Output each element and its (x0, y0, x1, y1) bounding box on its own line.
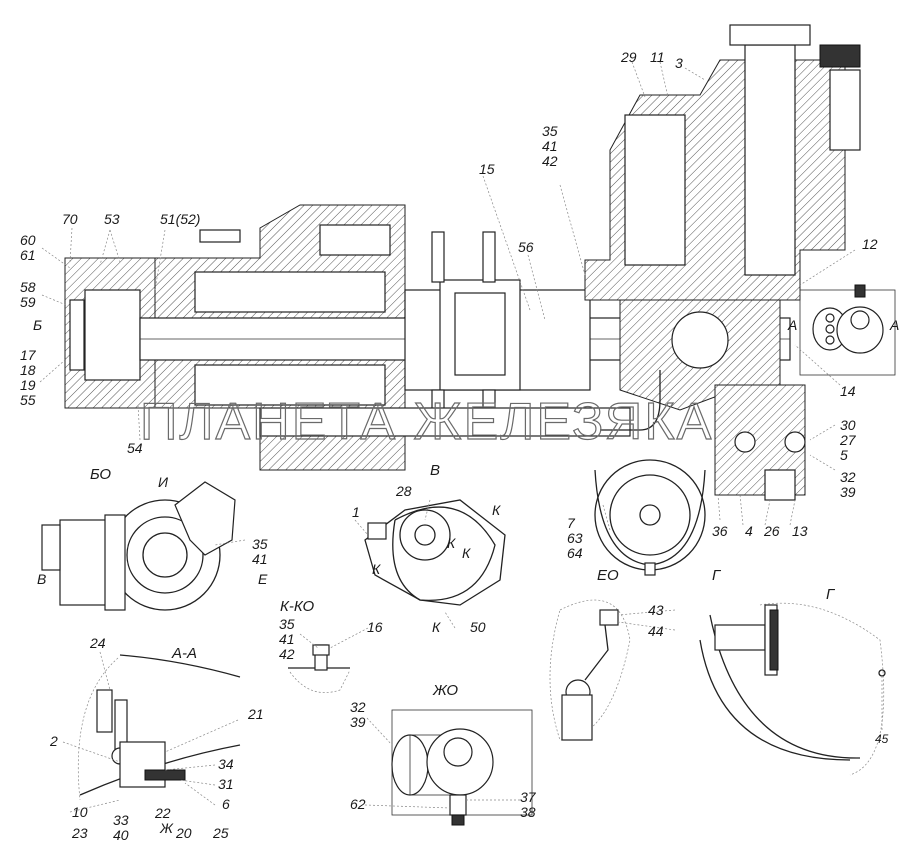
callout-24: 24 (90, 635, 106, 651)
stud (199, 229, 241, 243)
callout-12: 12 (862, 236, 878, 252)
lower-bearing-block (194, 364, 386, 406)
top-fitting (319, 224, 391, 256)
callout-62: 62 (350, 796, 366, 812)
watermark: ПЛАНЕТА ЖЕЛЕЗЯКА (139, 392, 714, 451)
callout-13: 13 (792, 523, 808, 539)
callout-7-63-64: 7 63 64 (567, 515, 583, 561)
callout-14: 14 (840, 383, 856, 399)
view-title-eo: ЕО (597, 567, 619, 584)
k-ko-view (288, 644, 351, 693)
view-title-g: Г (826, 586, 835, 603)
view-title-zho: ЖО (433, 682, 459, 699)
callout-32-39-zho: 32 39 (350, 699, 366, 730)
callout-56: 56 (518, 239, 534, 255)
hub-cover (69, 299, 85, 371)
callout-54: 54 (127, 440, 143, 456)
view-title-k-ko: К-КО (280, 598, 315, 615)
callout-58-59: 58 59 (20, 279, 36, 310)
callout-35-41-42-top: 35 41 42 (542, 123, 558, 169)
callout-17-18-19-55: 17 18 19 55 (20, 347, 36, 408)
marker-a-right: А (890, 317, 900, 333)
bo-view (41, 481, 236, 611)
callout-28: 28 (396, 483, 412, 499)
input-pinion (624, 114, 686, 266)
top-flange (729, 24, 811, 46)
callout-26: 26 (764, 523, 780, 539)
callout-4: 4 (745, 523, 753, 539)
callout-50: 50 (470, 619, 486, 635)
callout-29: 29 (621, 49, 637, 65)
callout-35-41-bo: 35 41 (252, 536, 268, 567)
callout-35-41-42-kko: 35 41 42 (279, 616, 295, 662)
side-valve (829, 69, 861, 151)
view-title-v: В (430, 462, 441, 479)
main-section (64, 24, 896, 501)
eo-lever-view (549, 599, 631, 741)
marker-k-3: К (462, 545, 471, 561)
view-title-a-a: А-А (172, 645, 198, 662)
g-view (699, 602, 886, 776)
valve-box (174, 481, 236, 556)
lower-tube (259, 407, 631, 437)
marker-e: Е (258, 571, 268, 587)
callout-37-38: 37 38 (520, 789, 536, 820)
callout-33-40: 33 40 (113, 812, 129, 843)
marker-k-2: К (447, 535, 456, 551)
callout-45: 45 (875, 732, 889, 746)
callout-31: 31 (218, 776, 234, 792)
hub-reduction-side (59, 519, 111, 606)
upper-bearing-block (194, 271, 386, 313)
callout-15: 15 (479, 161, 495, 177)
marker-i: И (158, 474, 169, 490)
marker-k-4: К (372, 561, 381, 577)
vertical-shaft (744, 44, 796, 276)
view-a-window (799, 289, 896, 376)
callout-11: 11 (650, 49, 665, 65)
beam-window (454, 292, 506, 376)
callout-43: 43 (648, 602, 664, 618)
callout-20: 20 (176, 825, 192, 841)
callout-21: 21 (248, 706, 264, 722)
callout-22: 22 (155, 805, 171, 821)
callout-36: 36 (712, 523, 728, 539)
marker-v: В (37, 571, 47, 587)
callout-2: 2 (50, 733, 58, 749)
a-a-view (77, 654, 241, 801)
callout-23: 23 (72, 825, 88, 841)
callout-3: 3 (675, 55, 683, 71)
top-valve (819, 44, 861, 68)
callout-70: 70 (62, 211, 78, 227)
callout-10: 10 (72, 804, 88, 820)
marker-b: Б (33, 317, 43, 333)
marker-k-1: К (492, 502, 501, 518)
marker-k-5: К (432, 619, 441, 635)
callout-25: 25 (213, 825, 229, 841)
callout-30-27-5: 30 27 5 (840, 417, 856, 463)
view-arrow-g: Г (712, 567, 721, 584)
differential-housing (584, 59, 846, 301)
callout-16: 16 (367, 619, 383, 635)
v-view (364, 499, 506, 606)
callout-1: 1 (352, 504, 360, 520)
eo-view (594, 459, 706, 576)
callout-32-39-right: 32 39 (840, 469, 856, 500)
callout-6: 6 (222, 796, 230, 812)
callout-60-61: 60 61 (20, 232, 36, 263)
marker-zh: Ж (160, 820, 173, 836)
air-pipe (600, 370, 661, 431)
diff-gear (671, 311, 729, 369)
zho-view (391, 709, 533, 826)
callout-51-52: 51(52) (160, 211, 201, 227)
leader-lines (39, 61, 856, 813)
view-title-bo: БО (90, 466, 112, 483)
callout-34: 34 (218, 756, 234, 772)
callout-44: 44 (648, 623, 664, 639)
callout-53: 53 (104, 211, 120, 227)
planetary-gear (84, 289, 141, 381)
marker-a-left: А (788, 317, 798, 333)
